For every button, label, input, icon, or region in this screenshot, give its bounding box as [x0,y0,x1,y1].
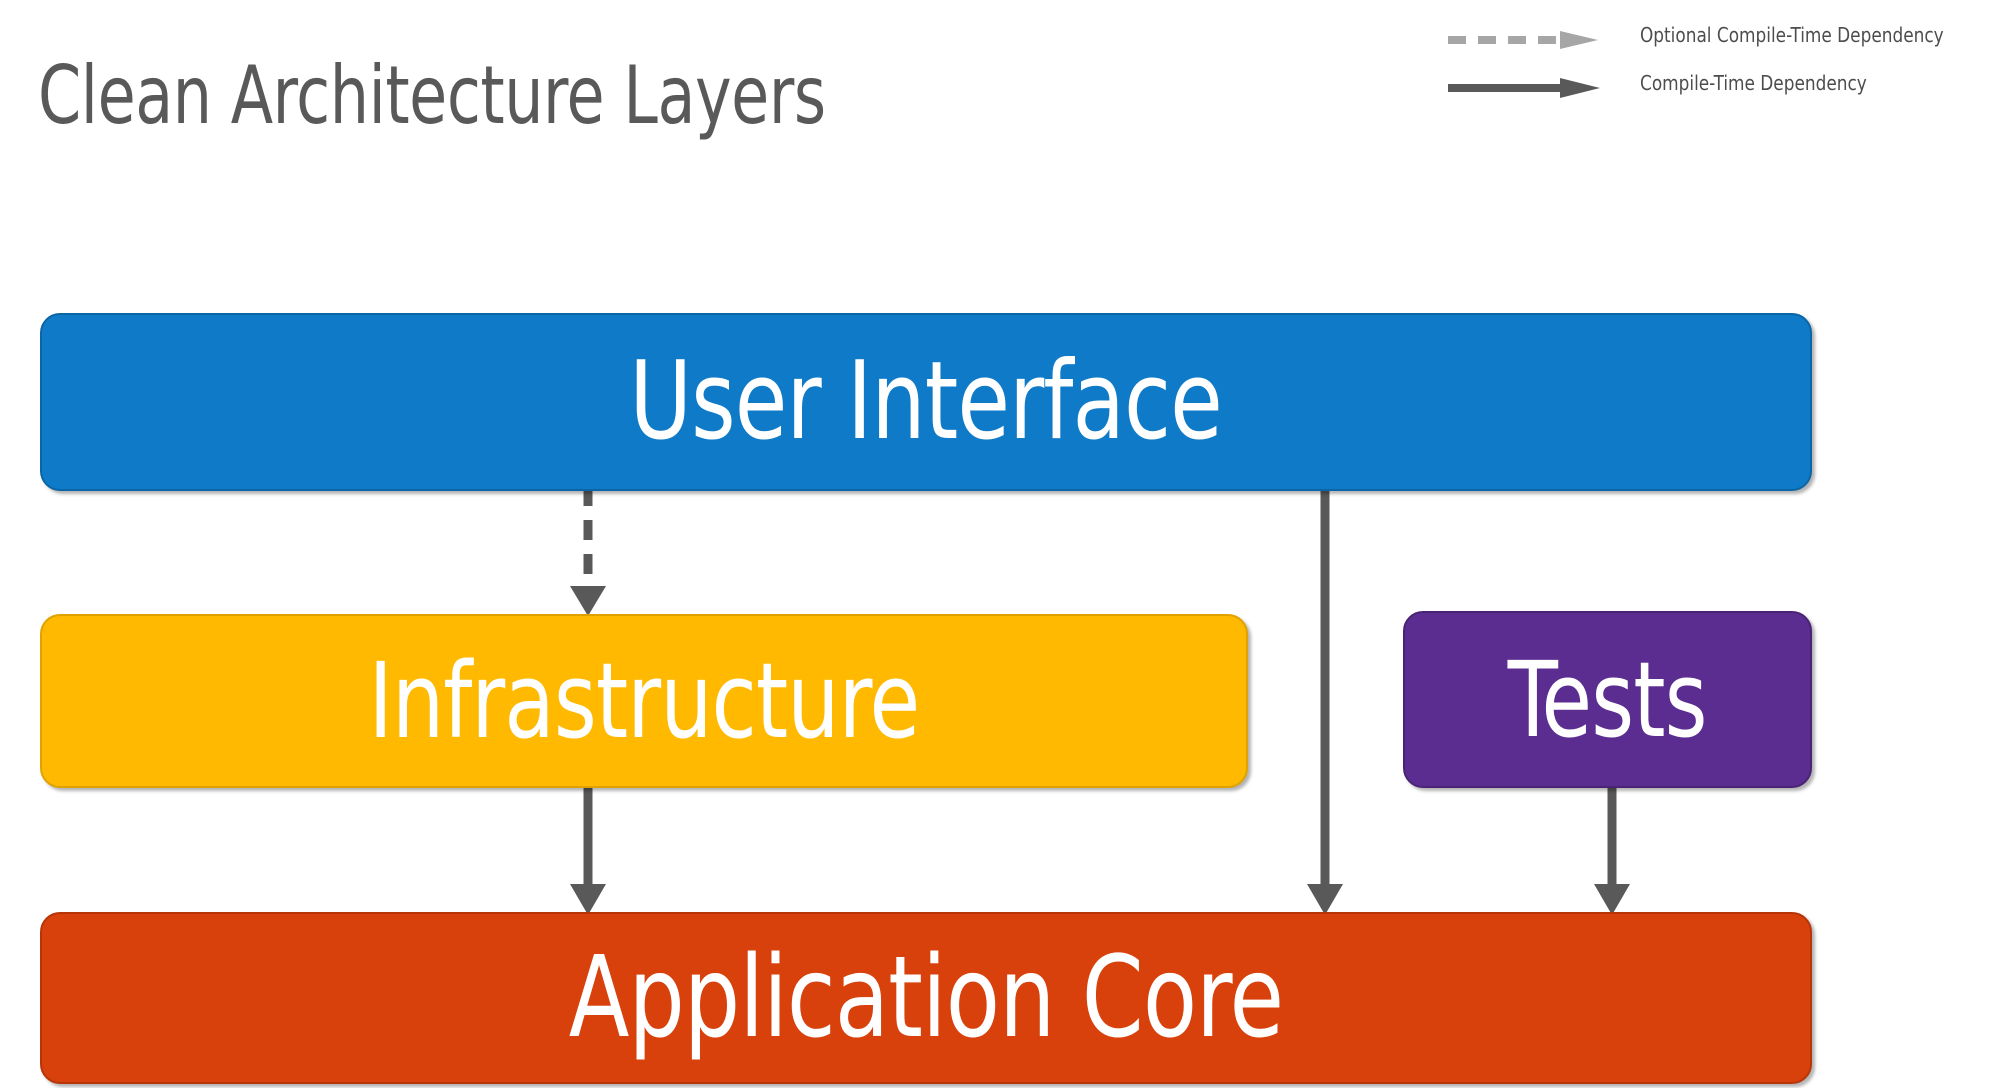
legend-item-optional-dependency: Optional Compile-Time Dependency [1448,16,2000,62]
arrow-tests-to-application-core [1594,783,1630,915]
dashed-arrow-right-icon [1448,30,1600,50]
arrow-ui-to-infrastructure [570,486,606,616]
layer-box-tests[interactable]: Tests [1403,611,1812,788]
layer-box-application-core[interactable]: Application Core [40,912,1812,1084]
legend-item-compile-time-dependency: Compile-Time Dependency [1448,64,2000,110]
layer-box-infrastructure[interactable]: Infrastructure [40,614,1248,788]
layer-label-infrastructure: Infrastructure [368,640,921,762]
legend: Optional Compile-Time Dependency Compile… [1448,14,2000,110]
legend-label-compile-time-dependency: Compile-Time Dependency [1640,71,1867,95]
layer-label-application-core: Application Core [568,933,1284,1063]
legend-label-optional-dependency: Optional Compile-Time Dependency [1640,23,1944,47]
arrow-infrastructure-to-application-core [570,783,606,915]
page-title: Clean Architecture Layers [38,49,826,142]
solid-arrow-right-icon [1448,78,1600,98]
layer-box-user-interface[interactable]: User Interface [40,313,1812,491]
layer-label-user-interface: User Interface [629,339,1223,464]
arrow-ui-to-application-core [1307,486,1343,915]
layer-label-tests: Tests [1507,638,1708,761]
